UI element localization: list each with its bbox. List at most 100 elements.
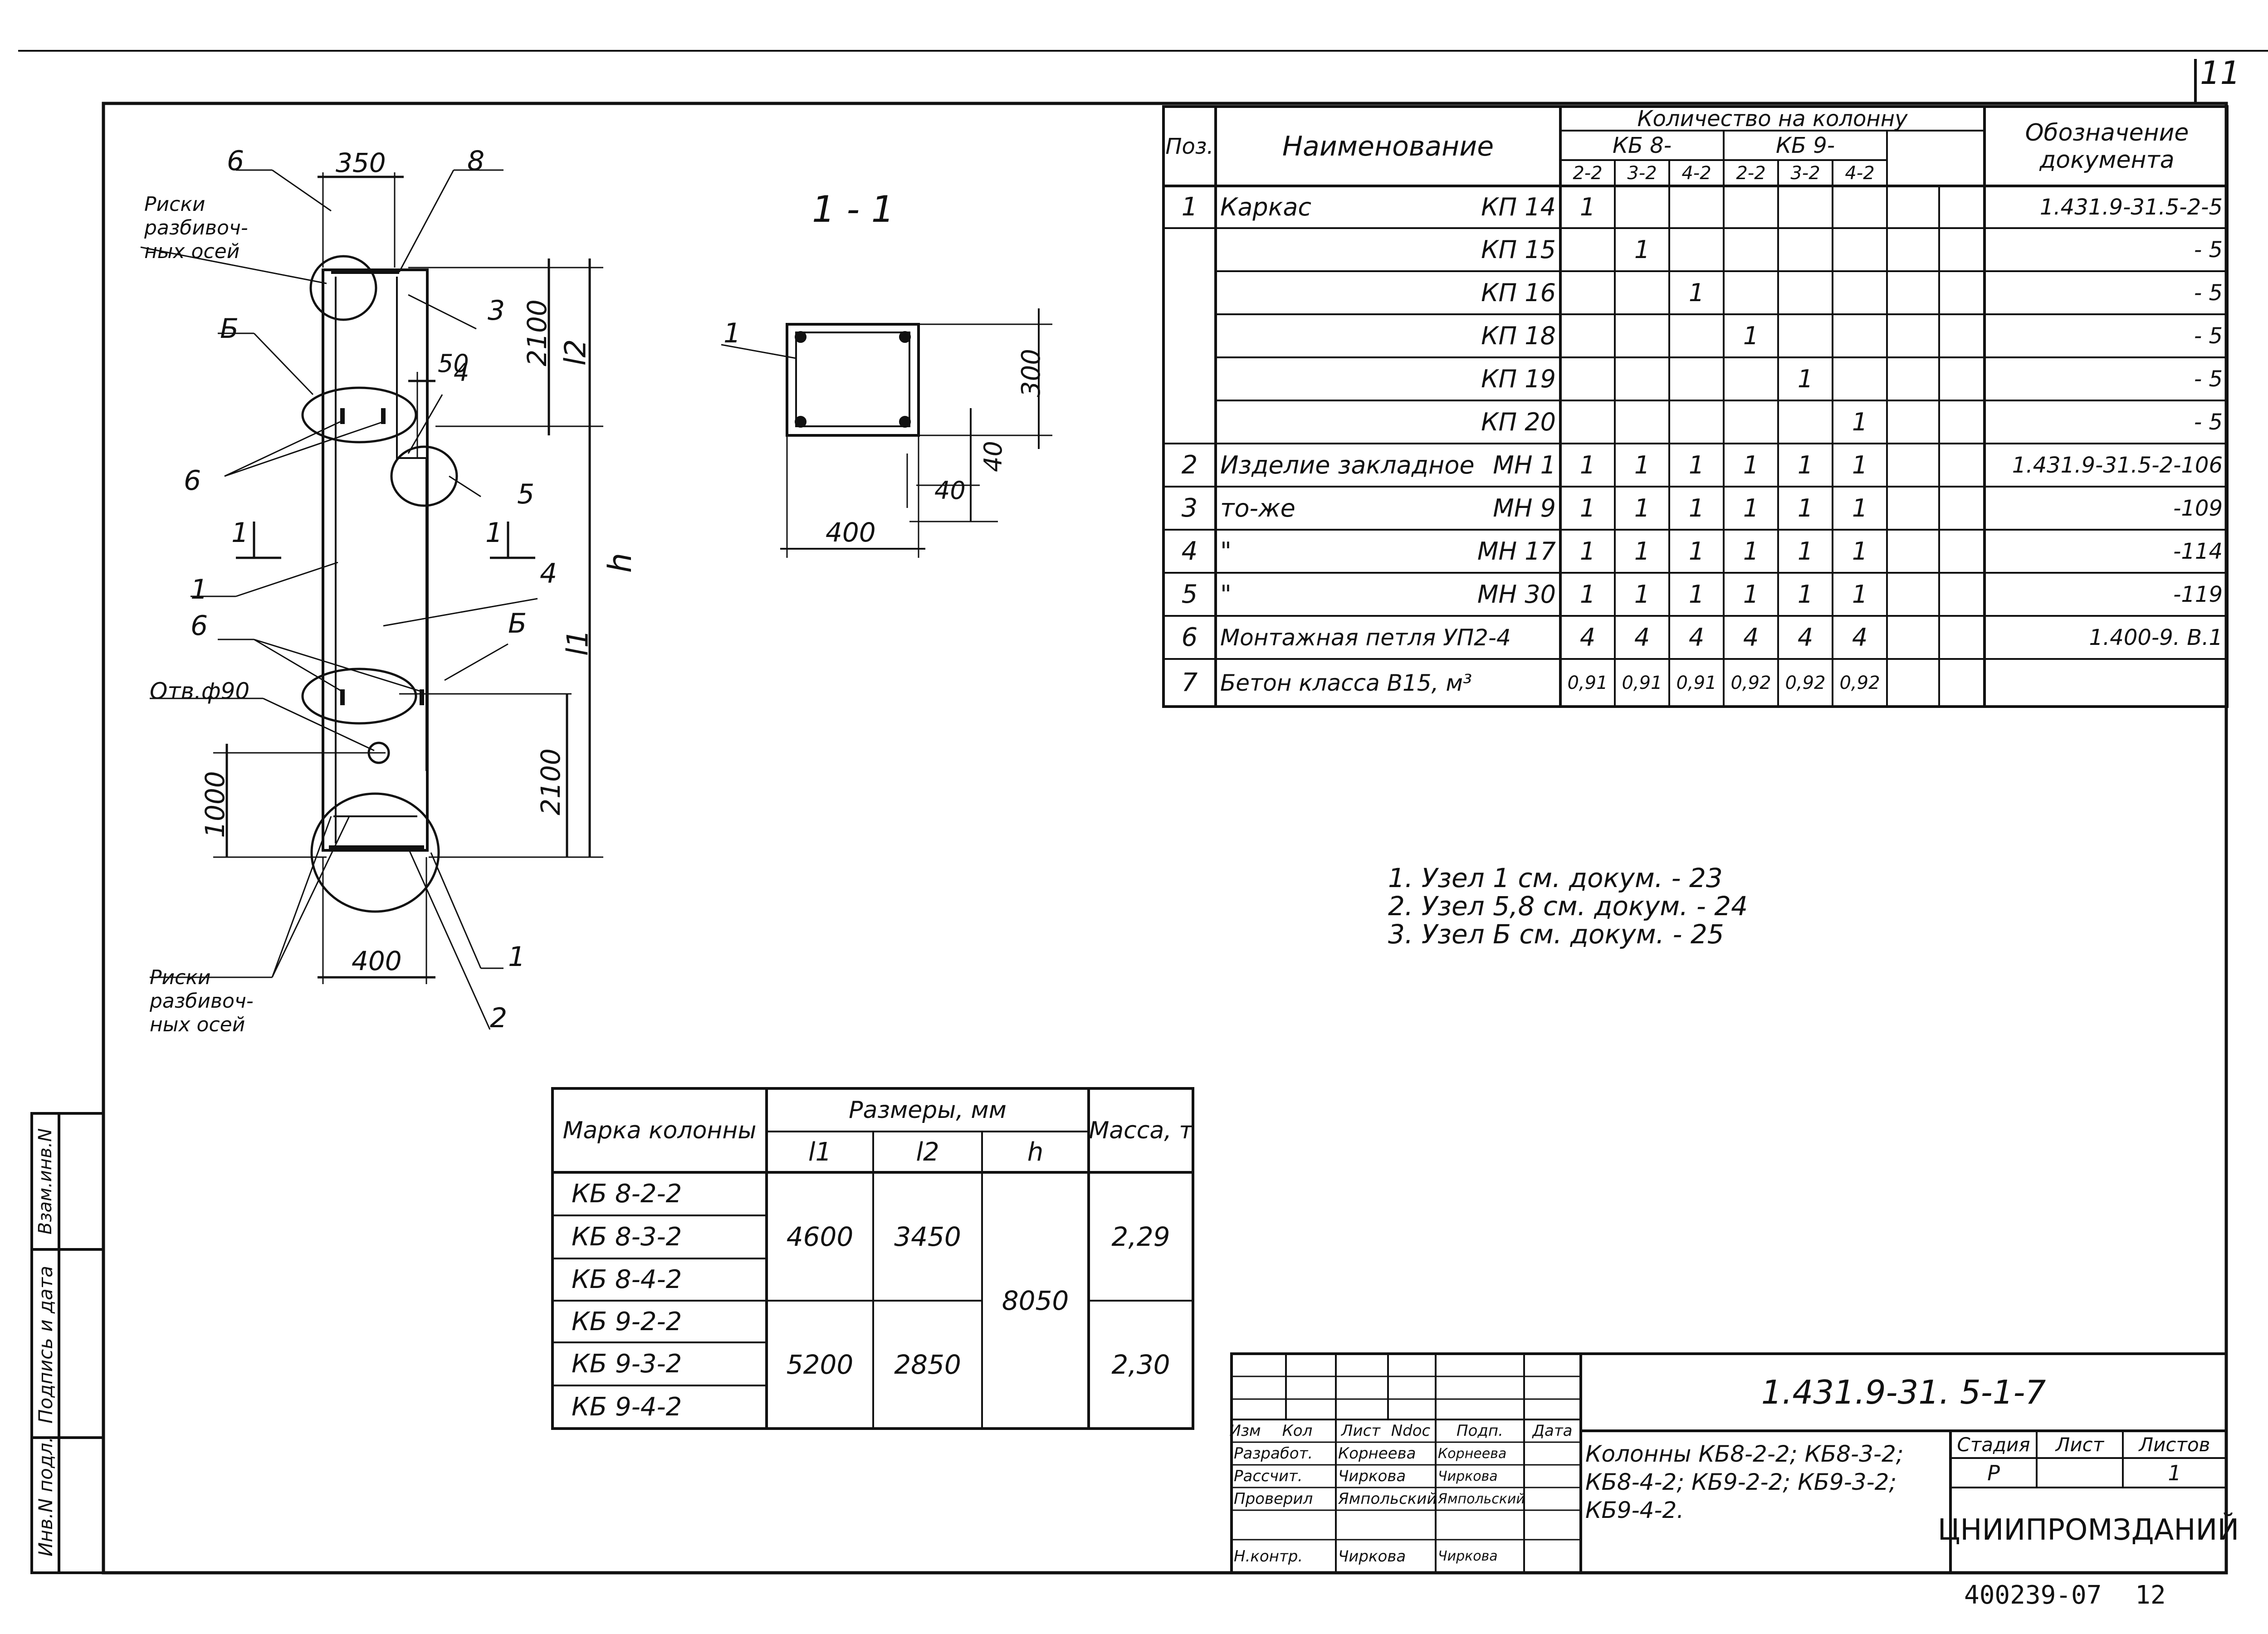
sheet-value xyxy=(2037,1458,2123,1488)
size-h: 8050 xyxy=(1002,1285,1069,1316)
size-mark-5: КБ 9-3-2 xyxy=(572,1349,682,1379)
stamp-sign-date: Подпись и дата xyxy=(34,1266,57,1424)
col-header-date: Дата xyxy=(1532,1422,1573,1440)
staff-name: Чиркова xyxy=(1338,1547,1406,1566)
spec-row-qty xyxy=(1615,314,1669,357)
col-header-sign: Подп. xyxy=(1457,1422,1503,1440)
spec-row-mark: КП 16 xyxy=(1481,278,1556,307)
size-mark-1: КБ 8-2-2 xyxy=(572,1179,682,1209)
spec-row-qty xyxy=(1615,357,1669,400)
riski-bottom-line-2: разбивоч- xyxy=(150,990,254,1013)
staff-role: Проверил xyxy=(1234,1490,1313,1508)
spec-row-qty xyxy=(1833,314,1887,357)
spec-row-qty xyxy=(1724,357,1778,400)
staff-signature: Чиркова xyxy=(1438,1548,1498,1564)
subcol-4: 2-2 xyxy=(1736,162,1766,184)
stage-value: Р xyxy=(1987,1460,2000,1485)
spec-row-qty xyxy=(1669,228,1724,271)
riski-label-top: Риски разбивоч- ных осей xyxy=(144,193,248,263)
staff-role: Разработ. xyxy=(1234,1444,1313,1463)
header-pos: Поз. xyxy=(1165,133,1214,159)
spec-row-doc: - 5 xyxy=(2194,323,2223,349)
spec-row-mark: КП 19 xyxy=(1481,365,1556,393)
spec-row-qty xyxy=(1778,271,1833,314)
spec-row-qty xyxy=(1560,357,1615,400)
spec-row-doc: 1.431.9-31.5-2-5 xyxy=(2039,194,2223,220)
spec-row-mark: МН 30 xyxy=(1477,580,1556,609)
spec-row-qty: 1 xyxy=(1797,537,1813,566)
spec-row-doc: - 5 xyxy=(2194,237,2223,263)
spec-row-pos xyxy=(1163,271,1216,314)
spec-row-qty: 1 xyxy=(1688,278,1705,307)
spec-row-name: то-же xyxy=(1220,494,1295,522)
callout-6-top: 6 xyxy=(227,145,244,177)
spec-row-doc: -109 xyxy=(2173,495,2223,521)
spec-row-pos xyxy=(1163,400,1216,444)
callout-6-mid: 6 xyxy=(184,465,201,497)
spec-row-qty xyxy=(1669,186,1724,228)
note-3: 3. Узел Б см. докум. - 25 xyxy=(1388,919,1724,950)
spec-row-qty: 0,91 xyxy=(1676,672,1717,693)
dim-1000: 1000 xyxy=(199,771,230,838)
document-code: 1.431.9-31. 5-1-7 xyxy=(1761,1373,2046,1411)
callout-8: 8 xyxy=(467,145,485,177)
spec-row-qty xyxy=(1724,400,1778,444)
spec-row-qty: 1 xyxy=(1743,322,1759,350)
stamp-vzam: Взам.инв.N xyxy=(35,1128,56,1235)
callout-4-mid: 4 xyxy=(540,558,557,590)
section-callout-1: 1 xyxy=(723,317,741,349)
spec-row-pos xyxy=(1163,228,1216,271)
archive-number-suffix: 12 xyxy=(2135,1580,2166,1610)
spec-row-qty xyxy=(1560,314,1615,357)
size-mark-6: КБ 9-4-2 xyxy=(572,1392,682,1422)
hole-label: Отв.ф90 xyxy=(150,678,250,704)
spec-row-qty: 4 xyxy=(1852,623,1868,652)
spec-row-name: " xyxy=(1220,537,1232,566)
spec-row-qty: 1 xyxy=(1688,580,1705,609)
spec-row-qty: 1 xyxy=(1743,494,1759,522)
cut-mark-1-right: 1 xyxy=(485,517,503,549)
staff-signature xyxy=(1438,1510,1524,1540)
note-1: 1. Узел 1 см. докум. - 23 xyxy=(1388,863,1723,893)
size-g2-l1: 5200 xyxy=(786,1349,854,1380)
spec-row-qty xyxy=(1615,186,1669,228)
staff-signature: Чиркова xyxy=(1438,1468,1498,1484)
callout-3: 3 xyxy=(488,295,505,327)
spec-row-doc: - 5 xyxy=(2194,280,2223,306)
dim-50: 50 xyxy=(438,349,469,378)
spec-row-qty xyxy=(1615,271,1669,314)
spec-row-qty: 0,92 xyxy=(1785,672,1826,693)
spec-row-qty xyxy=(1669,314,1724,357)
staff-name: Корнеева xyxy=(1338,1444,1416,1463)
document-title: Колонны КБ8-2-2; КБ8-3-2; КБ8-4-2; КБ9-2… xyxy=(1585,1440,1904,1524)
spec-row-qty xyxy=(1778,186,1833,228)
staff-name xyxy=(1338,1510,1436,1540)
spec-row-qty xyxy=(1833,228,1887,271)
spec-row-pos xyxy=(1163,314,1216,357)
spec-row-qty: 1 xyxy=(1797,365,1813,393)
spec-row-qty xyxy=(1560,400,1615,444)
section-dim-300: 300 xyxy=(1016,349,1046,397)
spec-row-qty xyxy=(1560,271,1615,314)
section-label: 1 - 1 xyxy=(812,188,894,230)
spec-row-qty: 1 xyxy=(1743,537,1759,566)
riski-top-line-1: Риски xyxy=(144,193,205,216)
spec-row-mark: МН 17 xyxy=(1477,537,1556,566)
dim-2100-bottom: 2100 xyxy=(535,748,566,815)
spec-row-doc: -119 xyxy=(2173,581,2223,607)
callout-6-low: 6 xyxy=(191,610,208,642)
staff-name: Ямпольский xyxy=(1338,1490,1436,1508)
spec-row-mark: КП 20 xyxy=(1481,408,1556,436)
title-line-2: КБ8-4-2; КБ9-2-2; КБ9-3-2; xyxy=(1585,1469,1897,1495)
spec-row-qty: 1 xyxy=(1634,494,1650,522)
col-header-kol: Кол xyxy=(1282,1422,1313,1440)
organization: ЦНИИПРОМЗДАНИЙ xyxy=(1937,1513,2239,1547)
spec-row-qty: 1 xyxy=(1579,537,1596,566)
size-header-mark: Марка колонны xyxy=(562,1117,757,1144)
spec-row-qty xyxy=(1833,271,1887,314)
note-2: 2. Узел 5,8 см. докум. - 24 xyxy=(1388,891,1748,922)
spec-row-qty xyxy=(1669,357,1724,400)
spec-row-doc: - 5 xyxy=(2194,366,2223,392)
size-header-mass: Масса, т xyxy=(1089,1117,1193,1144)
spec-row-qty: 0,92 xyxy=(1839,672,1880,693)
